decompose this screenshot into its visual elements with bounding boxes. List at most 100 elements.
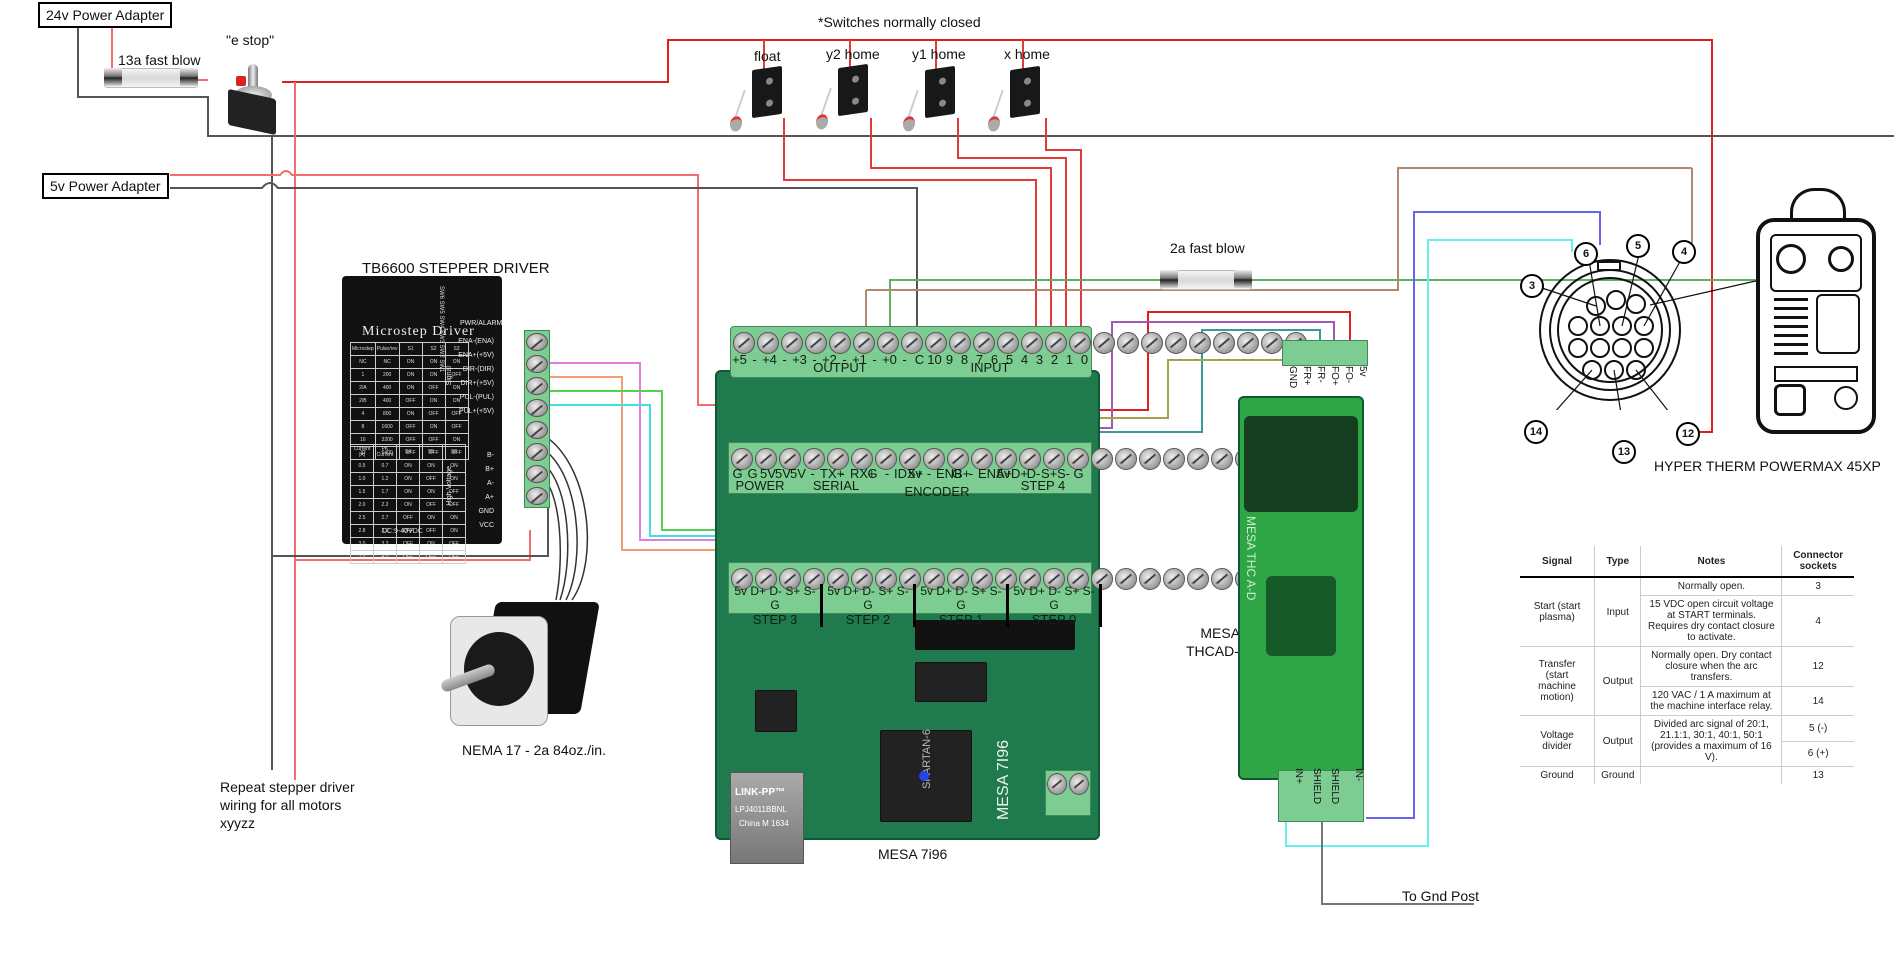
driver-table-cell: 3.5 <box>350 550 374 564</box>
terminal-screw <box>971 568 993 590</box>
terminal-screw <box>1163 448 1185 470</box>
pin-label: - <box>872 352 877 367</box>
terminal-screw <box>1141 332 1163 354</box>
cell-type: Output <box>1594 715 1641 767</box>
switch-label-float: float <box>754 48 781 64</box>
terminal-screw <box>1189 332 1211 354</box>
thcad-label: MESA THCAD-10 <box>1186 624 1254 660</box>
mesa-7i96-label: MESA 7i96 <box>878 846 948 862</box>
driver-table-cell: ON <box>421 368 446 382</box>
driver-table-cell: OFF <box>419 550 443 564</box>
pin-label: - <box>840 466 845 481</box>
pin-label: D- <box>1026 466 1041 481</box>
terminal-screw <box>803 568 825 590</box>
terminal-screw <box>851 448 873 470</box>
driver-table-cell: 3.0 <box>350 537 374 551</box>
terminal-screw <box>853 332 875 354</box>
driver-table-cell: 1.5 <box>350 485 374 499</box>
driver-table-cell: OFF <box>396 511 420 525</box>
driver-table-cell: 1.7 <box>373 485 397 499</box>
driver-table-header: PK Current <box>373 444 397 460</box>
terminal-screw <box>1117 332 1139 354</box>
terminal-screw <box>755 568 777 590</box>
driver-table-header: S6 <box>442 444 466 460</box>
ic-chip <box>915 662 987 702</box>
driver-hv-group: High Voltage <box>446 466 453 506</box>
cell-signal: Ground <box>1520 766 1595 784</box>
driver-table-cell: ON <box>442 524 466 538</box>
driver-terminal-label: B- <box>487 452 494 459</box>
thcad-label-line2: THCAD-10 <box>1186 643 1255 659</box>
wire-thc-shield-gnd <box>1321 820 1474 905</box>
driver-table-cell: OFF <box>444 420 469 434</box>
pin-label: 5 <box>1005 352 1014 367</box>
driver-table-cell: 2.7 <box>373 511 397 525</box>
terminal-screw <box>1163 568 1185 590</box>
pin-label: G <box>951 466 963 481</box>
terminal-screw <box>1213 332 1235 354</box>
cell-signal: Voltage divider <box>1520 715 1595 767</box>
pin-label: - <box>812 352 817 367</box>
step-pin-row: 5v D+ D- S+ S- G <box>1013 584 1095 612</box>
terminal-screw <box>1211 448 1233 470</box>
thcad-board-text: MESA THC A-D <box>1244 516 1258 601</box>
driver-table-cell: 2/A <box>350 381 376 395</box>
cell-socket: 5 (-) <box>1781 715 1854 741</box>
serial-group-label: SERIAL <box>812 478 860 493</box>
pin-label: - <box>782 352 787 367</box>
rj45-origin: China M 1634 <box>739 819 789 828</box>
fuse-thc-label: 2a fast blow <box>1170 240 1245 256</box>
driver-table-cell: 2.2 <box>373 498 397 512</box>
step-group-label: STEP 2 <box>845 612 891 627</box>
pin-label: 10 <box>927 352 942 367</box>
driver-table-cell: ON <box>398 407 423 421</box>
input-group-label: INPUT <box>970 360 1010 375</box>
plasma-pin-4: 4 <box>1672 240 1696 264</box>
rj45-jack[interactable]: LINK-PP™ LPJ4011BBNL China M 1634 <box>730 772 804 864</box>
wire-24v-neg <box>77 26 1894 137</box>
estop-switch-icon <box>222 64 280 136</box>
wire-plasma-in-minus <box>1366 211 1601 819</box>
pin-label: 9 <box>945 352 954 367</box>
cell-notes: Normally open. <box>1640 576 1782 596</box>
thcad-pin-label: FR- <box>1315 366 1326 383</box>
terminal-screw <box>1069 332 1091 354</box>
repeat-note-line: xyyzz <box>220 815 255 831</box>
table-row: 120 VAC / 1 A maximum at the machine int… <box>1520 686 1854 716</box>
driver-table-cell: ON <box>419 459 443 473</box>
driver-table-cell: OFF <box>398 420 423 434</box>
terminal-screw <box>1091 568 1113 590</box>
driver-terminal-label: A- <box>487 480 494 487</box>
driver-table-cell: ON <box>398 355 423 369</box>
pin-label: - <box>884 466 890 481</box>
thcad-analog-section <box>1266 576 1336 656</box>
driver-table-cell: 1.2 <box>373 472 397 486</box>
driver-panel-title: Microstep Driver <box>362 324 475 339</box>
step-group-label: STEP 1 <box>938 612 984 627</box>
thcad-pin-label: FR+ <box>1301 366 1312 386</box>
pin-label: - <box>842 352 847 367</box>
switch-label-x-home: x home <box>1004 46 1050 62</box>
terminal-screw <box>1115 448 1137 470</box>
terminal-screw <box>805 332 827 354</box>
driver-table-cell: ON <box>396 498 420 512</box>
driver-terminal-label: PUL-(PUL) <box>459 394 494 401</box>
driver-table-cell: 0.7 <box>373 459 397 473</box>
pin-label: ENA+ <box>978 466 1012 481</box>
pin-label: D+ <box>1011 466 1028 481</box>
driver-table-cell: ON <box>421 355 446 369</box>
terminal-screw <box>803 448 825 470</box>
terminal-screw <box>1047 773 1067 795</box>
plasma-pin-6: 6 <box>1574 242 1598 266</box>
driver-table-cell: OFF <box>419 498 443 512</box>
pin-label: +1 <box>852 352 867 367</box>
terminal-screw <box>755 448 777 470</box>
